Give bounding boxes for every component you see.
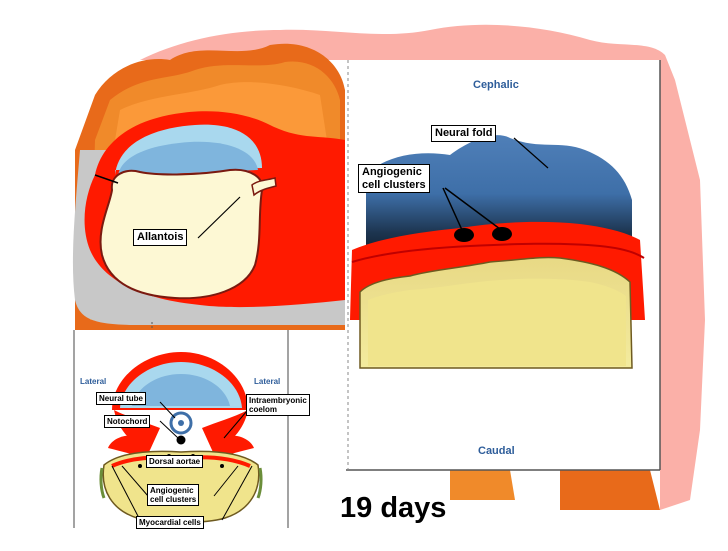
lateral-left-label: Lateral — [80, 377, 107, 386]
intraembryonic-line-2: coelom — [249, 405, 278, 415]
sagittal-panel — [346, 60, 661, 471]
neural-fold-label: Neural fold — [431, 125, 497, 142]
dorsal-aortae-label: Dorsal aortae — [146, 455, 204, 469]
intraembryonic-line-1: Intraembryonic — [249, 396, 307, 405]
myocardial-cells-label: Myocardial cells — [136, 516, 204, 530]
angiogenic-line-1: Angiogenic — [362, 166, 422, 178]
small-angiogenic-clusters-label: Angiogenic cell clusters — [147, 484, 200, 507]
neural-tube-label: Neural tube — [96, 392, 147, 406]
intraembryonic-coelom-label: Intraembryonic coelom — [246, 394, 310, 417]
notochord-label: Notochord — [104, 415, 151, 429]
time-label: 19 days — [340, 492, 447, 524]
angiogenic-clusters-label: Angiogenic cell clusters — [358, 164, 430, 194]
small-angiogenic-line-2: cell clusters — [150, 495, 197, 505]
caudal-label: Caudal — [478, 445, 515, 457]
cephalic-label: Cephalic — [473, 79, 519, 91]
allantois-label: Allantois — [133, 229, 188, 246]
embryo-section-upper — [72, 111, 346, 330]
small-angiogenic-line-1: Angiogenic — [150, 486, 194, 495]
angiogenic-line-2: cell clusters — [362, 178, 426, 191]
lateral-right-label: Lateral — [254, 377, 281, 386]
